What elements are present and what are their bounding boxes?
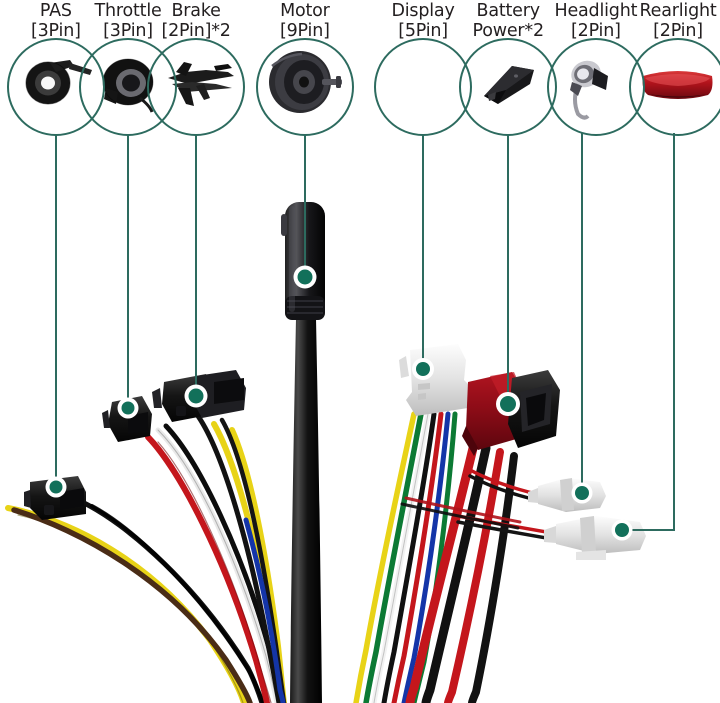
callout-label-battery-name: Battery xyxy=(476,1,541,21)
callout-circle-rearlight[interactable] xyxy=(629,38,720,136)
callout-label-display: Display [5Pin] xyxy=(391,1,455,41)
callout-label-brake-pin: [2Pin]*2 xyxy=(161,20,231,41)
callout-label-pas-pin: [3Pin] xyxy=(31,20,81,41)
callout-label-throttle: Throttle [3Pin] xyxy=(94,1,162,41)
callout-circle-headlight[interactable] xyxy=(547,38,645,136)
callout-circles xyxy=(7,38,720,136)
callout-label-display-pin: [5Pin] xyxy=(398,20,448,41)
left-wire-fan xyxy=(5,413,287,703)
callout-label-motor-name: Motor xyxy=(280,1,330,21)
callout-label-motor: Motor [9Pin] xyxy=(280,1,330,41)
callout-circle-motor[interactable] xyxy=(256,38,354,136)
battery-connector-black xyxy=(508,370,560,448)
power-wire-fan xyxy=(400,439,572,703)
leader-lines xyxy=(55,133,675,531)
callout-circle-pas[interactable] xyxy=(7,38,105,136)
pas-connector xyxy=(24,476,86,520)
connector-markers xyxy=(45,265,633,541)
thumb-brake-levers xyxy=(168,62,234,106)
callout-label-brake-name: Brake xyxy=(171,1,221,21)
thumb-pas-sensor xyxy=(25,60,92,105)
callout-label-pas: PAS [3Pin] xyxy=(31,1,81,41)
marker-dot-battery[interactable] xyxy=(496,392,520,416)
marker-dot-motor[interactable] xyxy=(293,265,317,289)
marker-dot-pas[interactable] xyxy=(45,476,67,498)
thumb-battery-pack xyxy=(484,66,534,104)
marker-dot-brake[interactable] xyxy=(184,384,208,408)
callout-circle-throttle[interactable] xyxy=(79,38,177,136)
callout-label-battery-pin: Power*2 xyxy=(472,20,545,41)
callout-label-pas-name: PAS xyxy=(39,1,72,21)
callout-label-rearlight: Rearlight [2Pin] xyxy=(639,1,717,41)
callout-label-display-name: Display xyxy=(391,1,455,21)
marker-dot-headlight[interactable] xyxy=(571,482,593,504)
callout-circle-display[interactable] xyxy=(374,38,472,136)
marker-dot-display[interactable] xyxy=(412,358,434,380)
callout-label-rearlight-name: Rearlight xyxy=(639,1,717,21)
thumb-headlight-lamp xyxy=(570,60,608,120)
callout-label-throttle-pin: [3Pin] xyxy=(103,20,153,41)
callout-label-headlight: Headlight [2Pin] xyxy=(554,1,638,41)
marker-dot-rearlight[interactable] xyxy=(611,519,633,541)
marker-dot-throttle[interactable] xyxy=(117,397,139,419)
callout-label-battery: Battery Power*2 xyxy=(472,1,545,41)
callout-circle-battery[interactable] xyxy=(459,38,557,136)
callout-label-brake: Brake [2Pin]*2 xyxy=(161,1,231,41)
callout-label-headlight-pin: [2Pin] xyxy=(571,20,621,41)
thumb-hub-motor xyxy=(269,51,342,113)
callout-label-motor-pin: [9Pin] xyxy=(280,20,330,41)
callout-label-rearlight-pin: [2Pin] xyxy=(653,20,703,41)
leader-line-rearlight xyxy=(622,133,675,531)
thumb-rearlight-lamp xyxy=(642,71,713,99)
callout-label-throttle-name: Throttle xyxy=(94,1,162,21)
callout-label-headlight-name: Headlight xyxy=(554,1,638,21)
thumb-throttle-grip xyxy=(102,58,154,113)
callout-circle-brake[interactable] xyxy=(147,38,245,136)
